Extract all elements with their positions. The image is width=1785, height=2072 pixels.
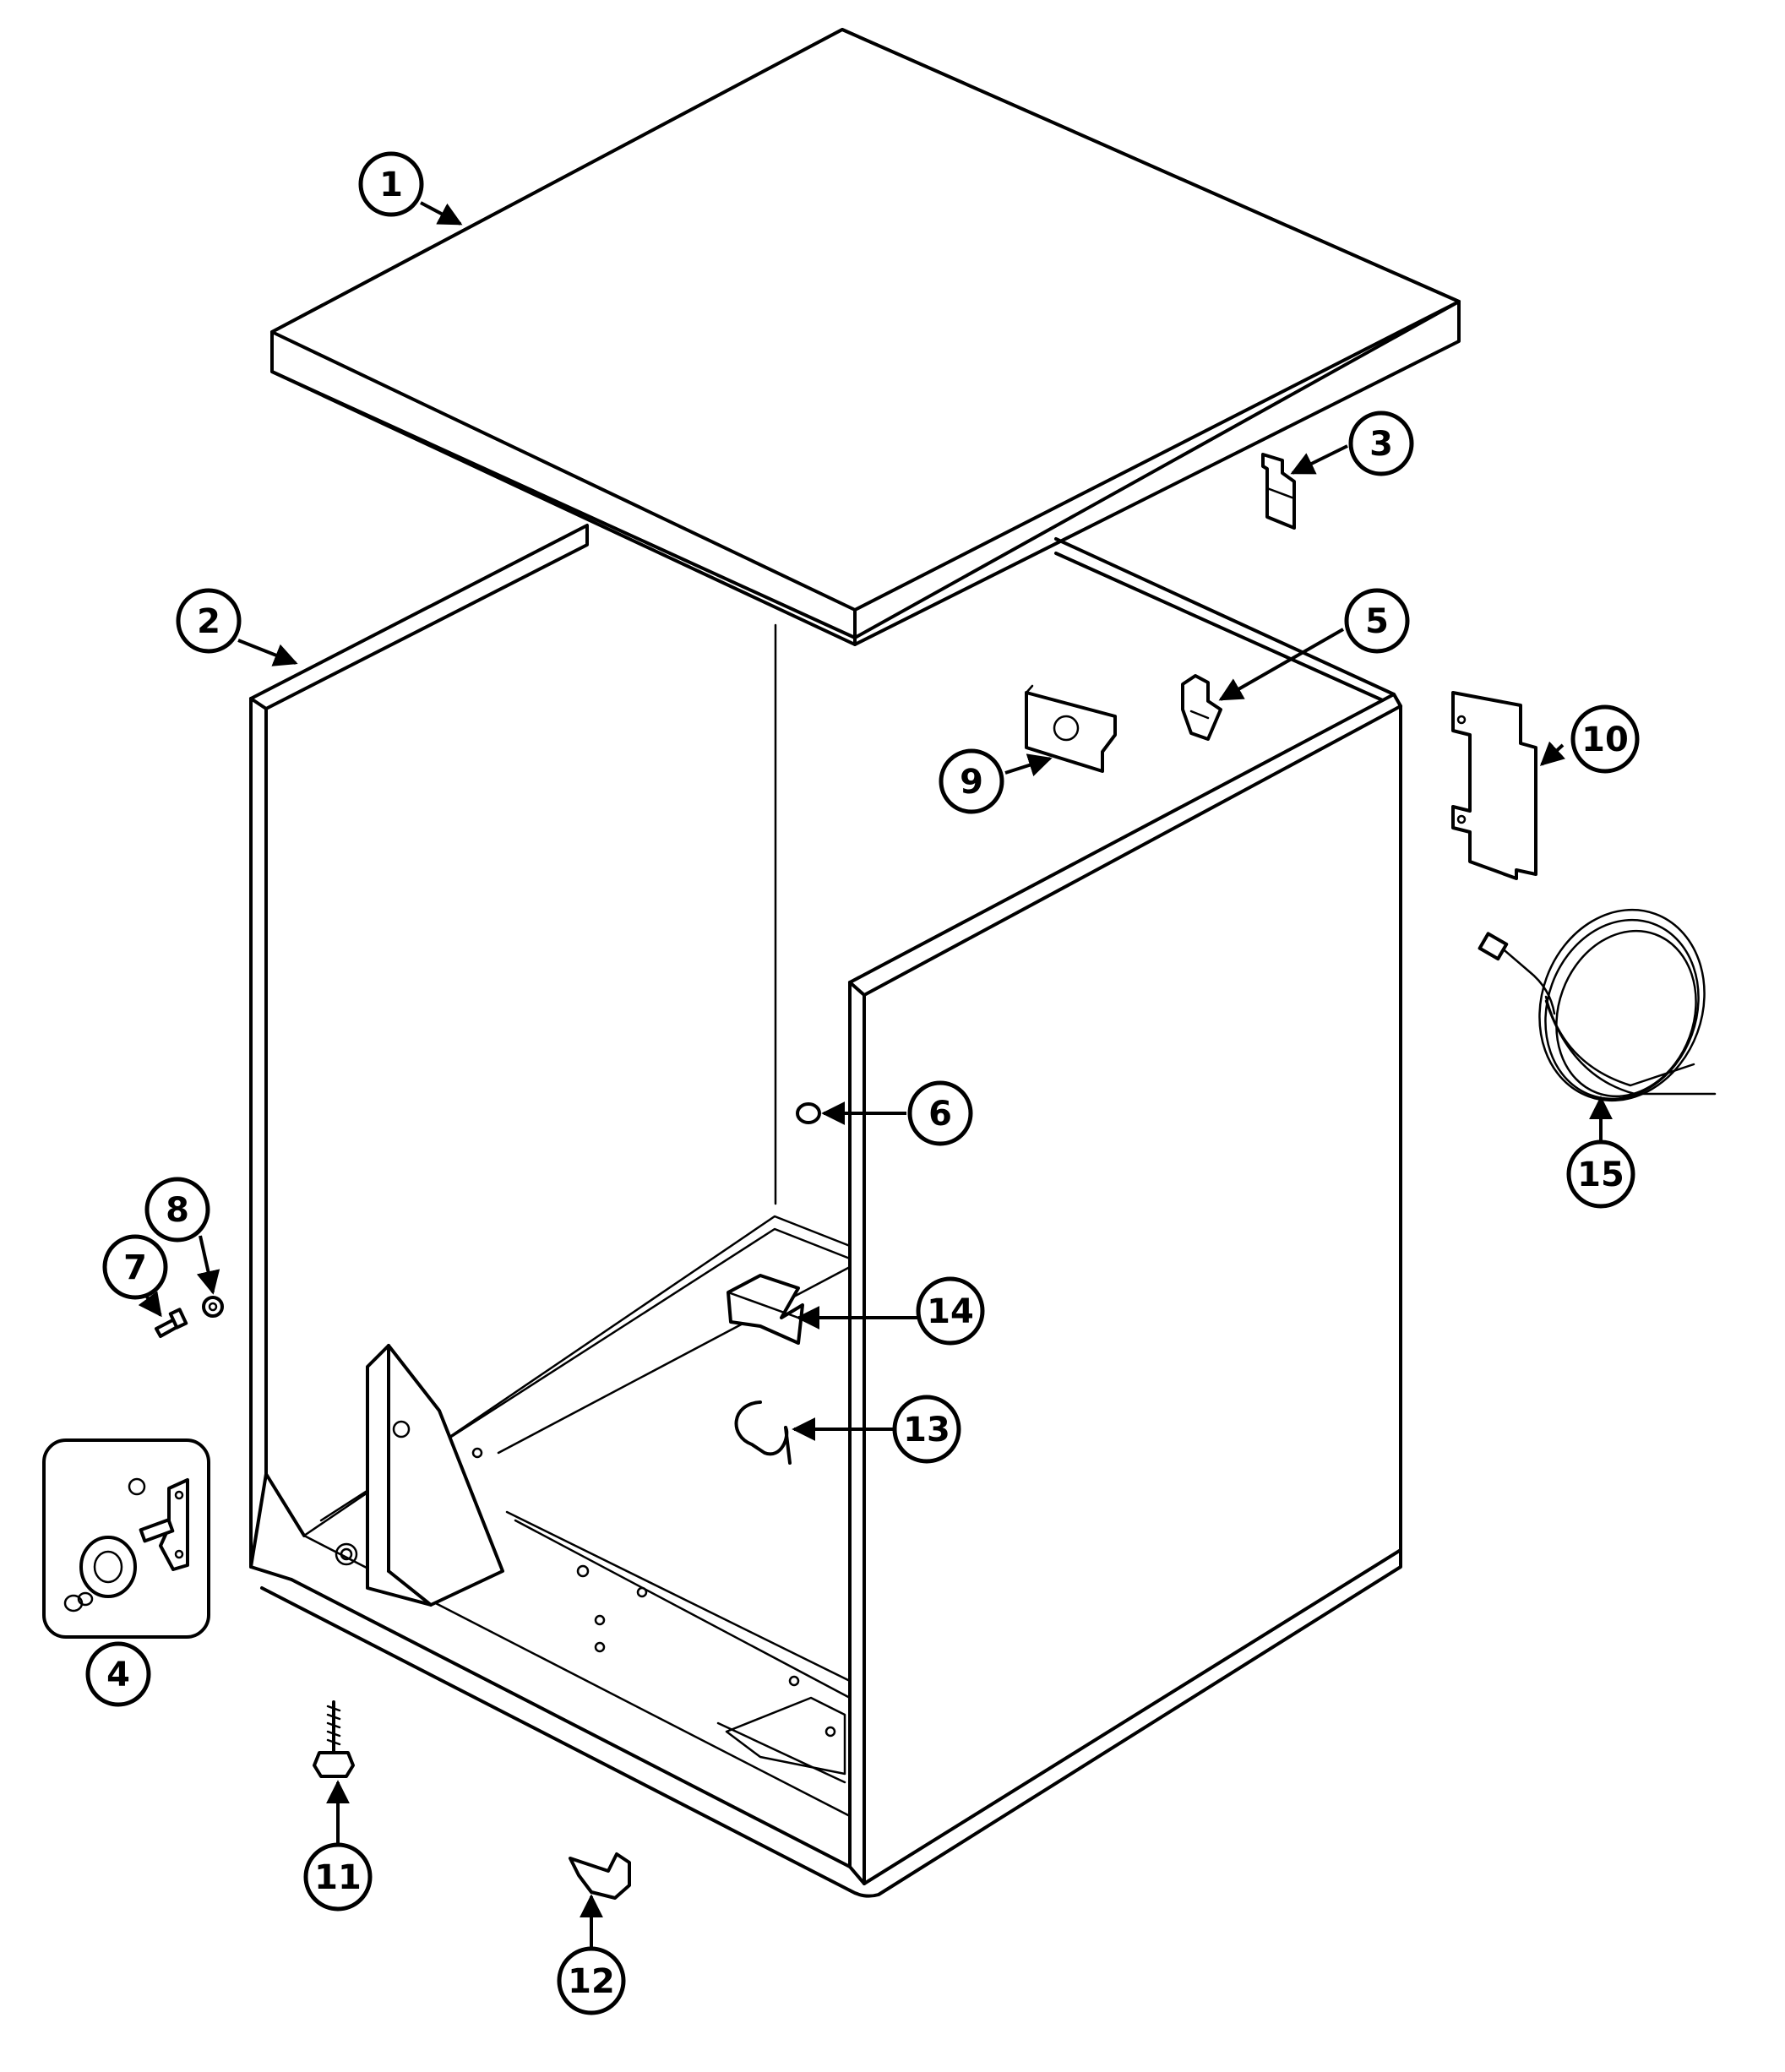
- callout-6-label: 6: [928, 1095, 952, 1134]
- callout-4: 4: [85, 1641, 151, 1707]
- clip-part-12: [569, 1852, 631, 1900]
- callout-14: 14: [916, 1276, 985, 1346]
- leader-5: [1218, 628, 1344, 701]
- callout-10: 10: [1570, 704, 1640, 774]
- clip-part-3: [1261, 453, 1296, 530]
- leveling-leg-part-11: [313, 1700, 355, 1778]
- callout-12: 12: [557, 1946, 626, 2015]
- callout-2: 2: [176, 588, 242, 654]
- callout-8-label: 8: [166, 1191, 189, 1230]
- callout-7: 7: [102, 1234, 168, 1300]
- cover-plate-part-10: [1451, 691, 1537, 880]
- callout-1: 1: [358, 151, 424, 217]
- washer-part-8: [202, 1296, 224, 1318]
- callout-3: 3: [1348, 411, 1414, 476]
- leader-1: [420, 201, 463, 226]
- callout-13-label: 13: [903, 1411, 950, 1449]
- callout-5-label: 5: [1365, 602, 1389, 641]
- callout-2-label: 2: [197, 602, 220, 641]
- callout-6: 6: [907, 1080, 973, 1146]
- leader-2: [237, 639, 298, 666]
- plug-part-6: [796, 1102, 821, 1124]
- callout-14-label: 14: [927, 1292, 974, 1331]
- leader-9: [1004, 753, 1053, 777]
- top-panel: [270, 28, 1461, 646]
- leader-8: [196, 1235, 220, 1295]
- callout-5: 5: [1344, 588, 1410, 654]
- callout-12-label: 12: [568, 1962, 615, 2001]
- power-cord-part-15: [1478, 908, 1717, 1102]
- callout-11-label: 11: [314, 1858, 362, 1897]
- callout-3-label: 3: [1369, 425, 1393, 464]
- ring-clip-part-13: [734, 1400, 792, 1465]
- callout-15-label: 15: [1577, 1156, 1624, 1194]
- callout-13: 13: [892, 1395, 961, 1464]
- screw-part-7: [155, 1308, 188, 1338]
- leader-10: [1539, 741, 1566, 766]
- callout-7-label: 7: [123, 1248, 147, 1287]
- bracket-part-9: [1025, 684, 1117, 773]
- cabinet: [249, 524, 1402, 1898]
- callout-10-label: 10: [1581, 721, 1629, 759]
- callout-9: 9: [939, 748, 1004, 814]
- callout-1-label: 1: [379, 166, 403, 204]
- callout-9-label: 9: [960, 763, 983, 802]
- callout-4-label: 4: [106, 1656, 130, 1694]
- callout-11: 11: [303, 1842, 373, 1912]
- callout-15: 15: [1566, 1139, 1635, 1209]
- clip-part-5: [1181, 674, 1222, 741]
- baffle-part-14: [727, 1274, 804, 1345]
- callout-8: 8: [144, 1177, 210, 1243]
- leader-3: [1290, 444, 1348, 475]
- roller-assembly-part-4: [42, 1438, 210, 1639]
- leader-lines: [138, 201, 1613, 1947]
